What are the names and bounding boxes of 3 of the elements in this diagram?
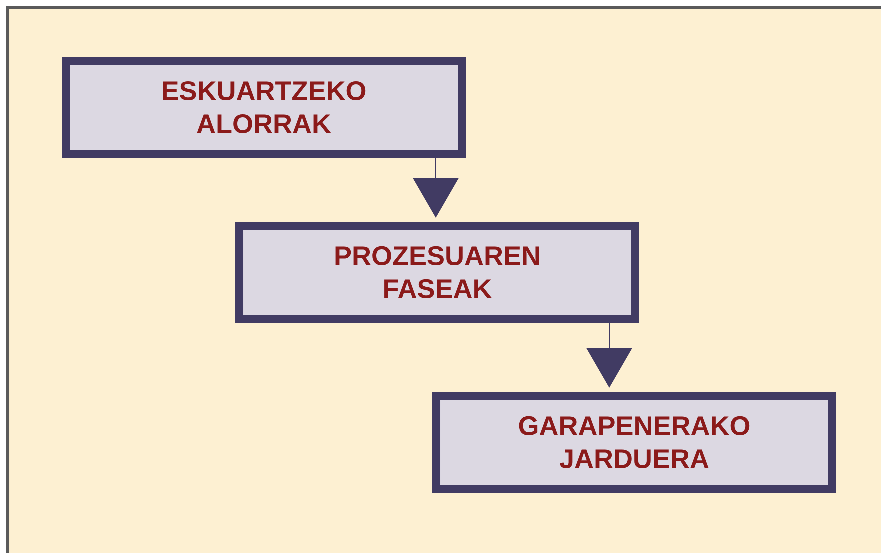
process-box: GARAPENERAKO JARDUERA: [432, 392, 836, 493]
process-box: PROZESUAREN FASEAK: [236, 222, 640, 323]
process-box: ESKUARTZEKO ALORRAK: [62, 57, 466, 158]
